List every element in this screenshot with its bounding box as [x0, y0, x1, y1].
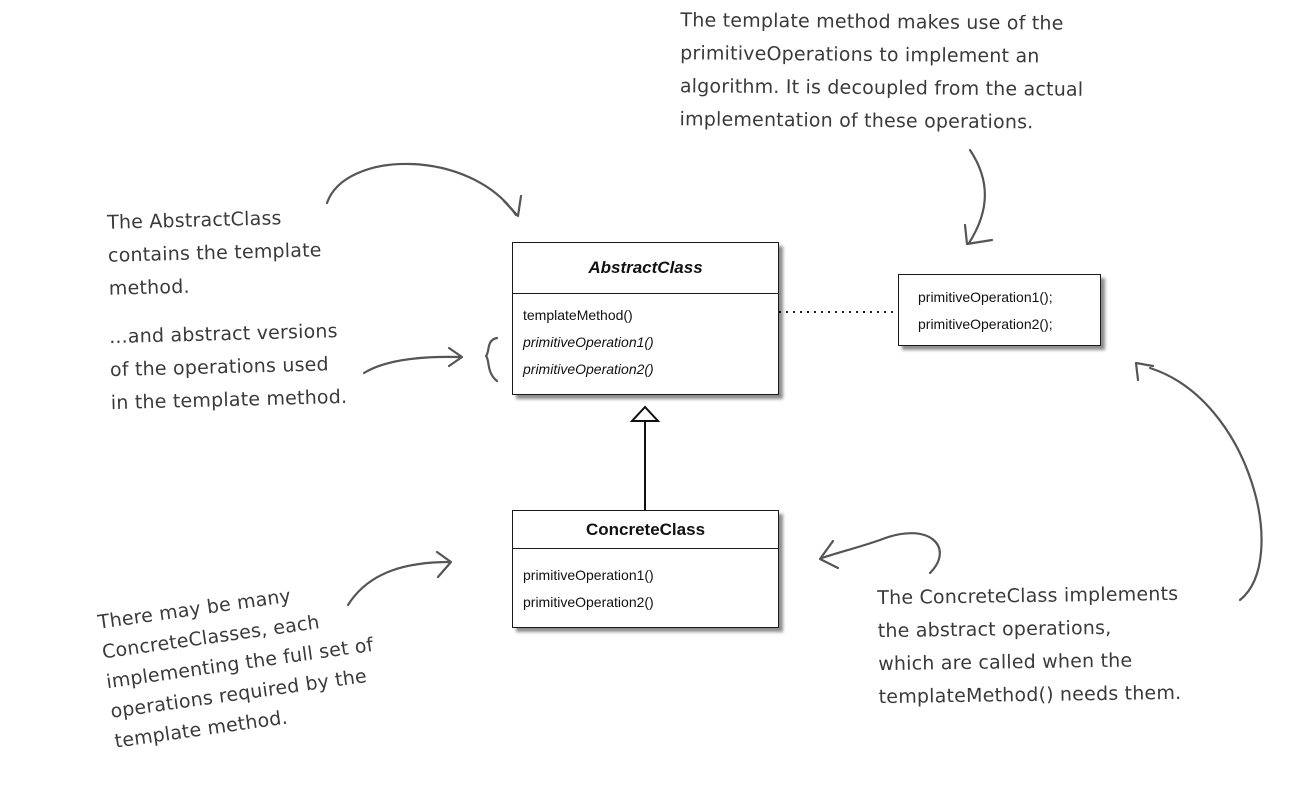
annotation-left-top: The AbstractClass contains the template … — [107, 201, 323, 306]
arrow-to-note-head-icon — [963, 223, 994, 246]
abstract-class-methods: templateMethod() primitiveOperation1() p… — [513, 294, 778, 383]
template-method-note-box: primitiveOperation1(); primitiveOperatio… — [898, 274, 1101, 346]
arrow-to-abstract-class-head-icon — [502, 194, 523, 218]
arrow-to-primitive-ops-icon — [362, 355, 462, 375]
method-primitive-operation-2: primitiveOperation2() — [523, 361, 654, 377]
note-line-1: primitiveOperation1(); — [918, 289, 1053, 305]
annotation-bottom-right: The ConcreteClass implements the abstrac… — [877, 578, 1181, 714]
concrete-class-methods: primitiveOperation1() primitiveOperation… — [513, 549, 778, 616]
arrow-to-concrete-class-left-head-icon — [435, 550, 453, 579]
arrow-to-concrete-class-left-icon — [346, 560, 452, 607]
annotation-left-middle: ...and abstract versions of the operatio… — [109, 315, 348, 420]
annotation-top-right-line: algorithm. It is decoupled from the actu… — [679, 75, 1084, 101]
annotation-left-top-line: method. — [108, 275, 190, 300]
method-template-method: templateMethod() — [523, 307, 633, 323]
annotation-top-right-line: primitiveOperations to implement an — [680, 42, 1040, 68]
method-primitive-operation-1: primitiveOperation1() — [523, 334, 654, 350]
concrete-class-name: ConcreteClass — [513, 511, 778, 549]
arrow-to-note-icon — [967, 148, 986, 245]
annotation-top-right-line: The template method makes use of the — [680, 9, 1064, 35]
abstract-class-box: AbstractClass templateMethod() primitive… — [512, 242, 779, 395]
arrow-to-abstract-class-icon — [325, 162, 518, 217]
annotation-top-right-line: implementation of these operations. — [679, 108, 1034, 134]
annotation-bottom-right-line: The ConcreteClass implements — [877, 582, 1179, 610]
note-line-2: primitiveOperation2(); — [918, 316, 1053, 332]
arrow-to-note-bottom-icon — [1148, 366, 1263, 602]
arrow-to-note-bottom-head-icon — [1134, 361, 1155, 382]
annotation-bottom-right-line: which are called when the — [878, 649, 1133, 676]
concrete-method-primitive-operation-1: primitiveOperation1() — [523, 567, 654, 583]
concrete-class-box: ConcreteClass primitiveOperation1() prim… — [512, 510, 779, 628]
annotation-top-right: The template method makes use of the pri… — [679, 4, 1084, 140]
annotation-left-top-line: contains the template — [107, 239, 322, 267]
arrow-to-concrete-class-right-icon — [820, 532, 941, 575]
annotation-bottom-right-line: the abstract operations, — [877, 616, 1112, 643]
annotation-bottom-right-line: templateMethod() needs them. — [878, 681, 1182, 709]
arrow-to-concrete-class-right-head-icon — [818, 539, 840, 570]
annotation-left-middle-line: in the template method. — [110, 385, 348, 415]
concrete-method-primitive-operation-2: primitiveOperation2() — [523, 594, 654, 610]
abstract-class-name: AbstractClass — [513, 243, 778, 294]
annotation-left-top-line: The AbstractClass — [106, 207, 282, 234]
arrow-to-primitive-ops-head-icon — [447, 346, 464, 368]
brace-icon — [484, 336, 499, 383]
inheritance-triangle-icon — [629, 405, 661, 422]
